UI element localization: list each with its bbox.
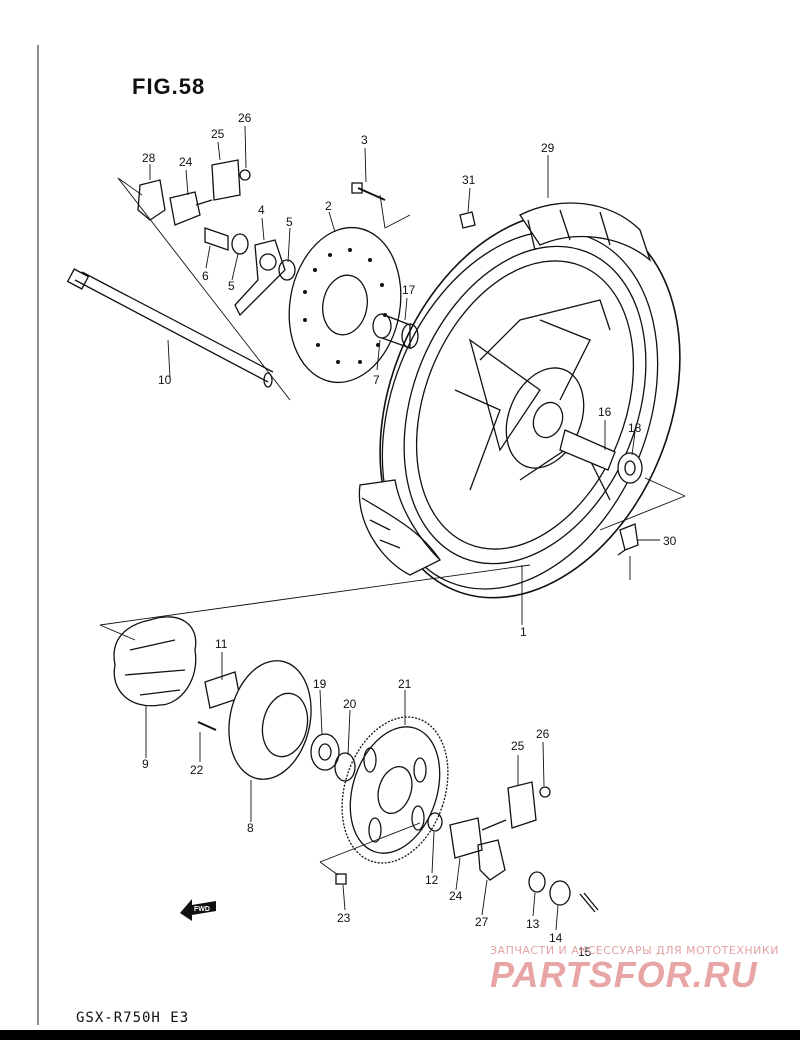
callout-9: 9	[142, 757, 149, 771]
callout-25a: 25	[211, 127, 225, 141]
bottom-bar	[0, 1030, 800, 1040]
callout-12: 12	[425, 873, 439, 887]
callout-13: 13	[526, 917, 540, 931]
callout-22: 22	[190, 763, 204, 777]
model-code: GSX-R750H E3	[76, 1010, 190, 1026]
callout-26a: 26	[238, 111, 252, 125]
callout-26b: 26	[536, 727, 550, 741]
callout-28: 28	[142, 151, 156, 165]
callout-30: 30	[663, 534, 677, 548]
fwd-arrow-icon: FWD	[180, 899, 216, 921]
chain-adjuster-right	[449, 781, 551, 881]
callout-18: 18	[628, 421, 642, 435]
callout-14: 14	[549, 931, 563, 945]
callout-5b: 5	[228, 279, 235, 293]
callout-20: 20	[343, 697, 357, 711]
callout-6: 6	[202, 269, 209, 283]
callout-10: 10	[158, 373, 172, 387]
callout-1: 1	[520, 625, 527, 639]
callout-23: 23	[337, 911, 351, 925]
callout-2: 2	[325, 199, 332, 213]
caliper-bracket	[234, 239, 286, 317]
callout-numbers: 1 2 3 4 5 5 6 7 8 9 10 11 12 13 14 15 16…	[142, 111, 677, 959]
figure-title: FIG.58	[132, 74, 206, 99]
callout-19: 19	[313, 677, 327, 691]
callout-5a: 5	[286, 215, 293, 229]
callout-31: 31	[462, 173, 476, 187]
callout-7: 7	[373, 373, 380, 387]
callout-29: 29	[541, 141, 555, 155]
callout-11: 11	[215, 637, 228, 651]
callout-21: 21	[398, 677, 412, 691]
tire-valve	[617, 523, 639, 556]
callout-4: 4	[258, 203, 265, 217]
rear-axle	[66, 268, 274, 388]
hub-spacer	[372, 313, 419, 349]
brake-disc	[288, 226, 402, 384]
callout-3: 3	[361, 133, 368, 147]
watermark-brand: PARTSFOR.RU	[490, 954, 758, 995]
callout-15: 15	[578, 945, 592, 959]
cush-damper	[113, 616, 197, 707]
chain-adjuster-left	[137, 159, 251, 226]
callout-16: 16	[598, 405, 612, 419]
callout-27: 27	[475, 915, 489, 929]
wheel-assembly	[358, 202, 681, 599]
watermark-subtitle: ЗАПЧАСТИ И АКСЕССУАРЫ ДЛЯ МОТОТЕХНИКИ	[490, 944, 779, 957]
callout-17: 17	[402, 283, 416, 297]
callout-8: 8	[247, 821, 254, 835]
callout-25b: 25	[511, 739, 525, 753]
fwd-label: FWD	[194, 906, 210, 913]
rear-sprocket	[341, 716, 449, 864]
callout-24a: 24	[179, 155, 193, 169]
sprocket-drum	[228, 660, 312, 780]
callout-24b: 24	[449, 889, 463, 903]
